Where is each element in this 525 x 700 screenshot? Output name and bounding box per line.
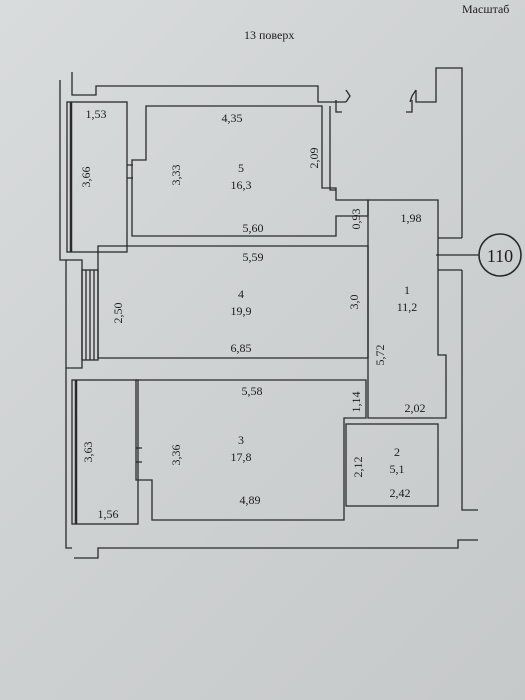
outer-wall	[71, 72, 346, 103]
dim-r2-bottom: 2,42	[390, 486, 411, 500]
dim-r4-top: 5,59	[243, 250, 264, 264]
apartment-number: 110	[487, 246, 513, 266]
room-1-area: 11,2	[397, 300, 418, 314]
dim-r1-top: 1,98	[401, 211, 422, 225]
room-5-area: 16,3	[231, 178, 252, 192]
room-3-number: 3	[238, 433, 244, 447]
room-3-area: 17,8	[231, 450, 252, 464]
room-5-number: 5	[238, 161, 244, 175]
dim-balcony-top-width: 1,53	[86, 107, 107, 121]
dim-balcony-bottom-height: 3,63	[81, 442, 95, 463]
dim-r3-bottom: 4,89	[240, 493, 261, 507]
room-5-walls	[131, 105, 369, 237]
floor-label: 13 поверх	[244, 28, 295, 42]
room-4-area: 19,9	[231, 304, 252, 318]
balcony-top	[66, 101, 128, 253]
outer-wall	[345, 89, 351, 103]
dim-r5-right: 2,09	[307, 148, 321, 169]
dim-r5-left: 3,33	[169, 165, 183, 186]
outer-wall	[74, 539, 478, 559]
dim-r4-left: 2,50	[111, 303, 125, 324]
dim-r1-bottom: 2,02	[405, 401, 426, 415]
room-1-number: 1	[404, 283, 410, 297]
outer-wall	[415, 67, 463, 238]
dim-r5-top: 4,35	[222, 111, 243, 125]
dim-r3-left: 3,36	[169, 445, 183, 466]
room-2-area: 5,1	[390, 462, 405, 476]
dim-r1-left: 5,72	[373, 345, 387, 366]
dim-r4-right: 3,0	[347, 295, 361, 310]
dim-r5-bottom: 5,60	[243, 221, 264, 235]
outer-wall	[461, 270, 478, 511]
outer-wall	[409, 89, 417, 103]
room-2-number: 2	[394, 445, 400, 459]
scale-label: Масштаб	[462, 2, 510, 16]
dim-r3-corner: 1,14	[349, 392, 363, 413]
notch-top	[335, 100, 413, 113]
dim-r4-bottom: 6,85	[231, 341, 252, 355]
room-1-walls	[367, 199, 447, 419]
balcony-bottom	[71, 379, 139, 525]
room-3-walls	[135, 379, 367, 521]
room-4-number: 4	[238, 287, 244, 301]
dim-r3-top: 5,58	[242, 384, 263, 398]
dim-r5-corner: 0,93	[349, 209, 363, 230]
dim-balcony-top-height: 3,66	[79, 167, 93, 188]
dim-r2-left: 2,12	[351, 457, 365, 478]
room-2-walls	[345, 423, 439, 507]
dim-balcony-bottom-width: 1,56	[98, 507, 119, 521]
